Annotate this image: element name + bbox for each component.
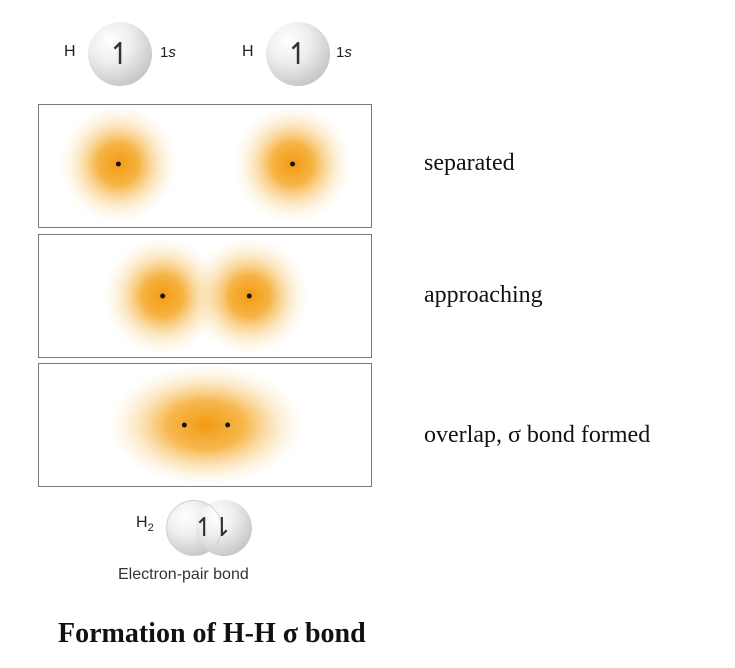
panel-separated <box>38 104 372 228</box>
electron-cloud-approaching <box>103 236 309 356</box>
nucleus-dot <box>290 161 296 167</box>
molecule-formula: H2 <box>136 514 154 535</box>
molecule-caption: Electron-pair bond <box>118 566 249 583</box>
panel-overlap <box>38 363 372 487</box>
stage-label-overlap: overlap, σ bond formed <box>424 422 651 448</box>
electron-cloud-overlap <box>107 364 305 486</box>
nucleus-dot <box>246 293 252 299</box>
h2-molecule: H2 ↿⇂ <box>130 500 270 556</box>
nucleus-dot <box>225 422 231 428</box>
stage-label-separated: separated <box>424 150 515 176</box>
spin-pair-arrows-icon: ↿⇂ <box>193 513 233 543</box>
electron-cloud-separated <box>59 105 352 224</box>
spin-up-arrow-icon: ↿ <box>107 36 133 72</box>
nucleus-dot <box>115 161 121 167</box>
nucleus-dot <box>160 293 166 299</box>
orbital-label-right: 1s <box>336 44 352 61</box>
spin-up-arrow-icon: ↿ <box>285 36 311 72</box>
atom-sphere-left: ↿ <box>88 22 152 86</box>
atom-label-right: H <box>242 43 254 60</box>
figure-title: Formation of H-H σ bond <box>58 618 366 649</box>
panel-approaching <box>38 234 372 358</box>
electron-cloud-bond <box>107 364 305 486</box>
atom-label-left: H <box>64 43 76 60</box>
atom-sphere-right: ↿ <box>266 22 330 86</box>
nucleus-dot <box>181 422 187 428</box>
orbital-label-left: 1s <box>160 44 176 61</box>
separated-atoms-row: H ↿ 1s H ↿ 1s <box>60 22 380 92</box>
sphere-outline <box>166 500 222 556</box>
stage-label-approaching: approaching <box>424 282 543 308</box>
